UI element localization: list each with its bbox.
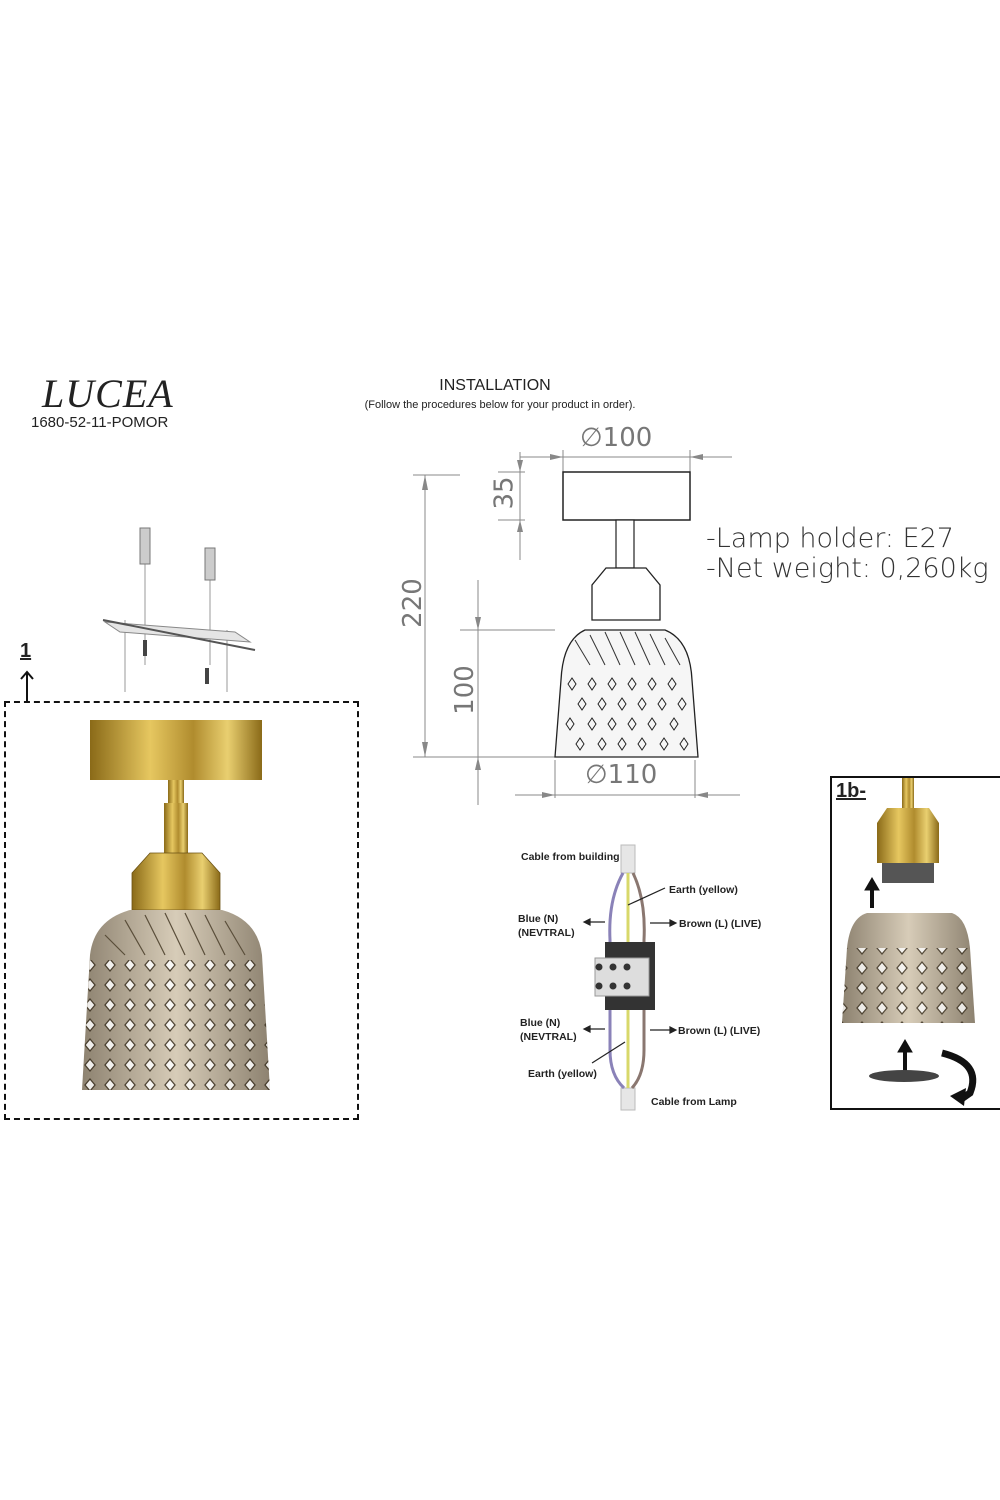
- label-earth-top: Earth (yellow): [669, 884, 738, 896]
- product-code: 1680-52-11-POMOR: [31, 414, 169, 431]
- specifications: -Lamp holder: E27 -Net weight: 0,260kg: [706, 524, 989, 584]
- dimension-drawing: [413, 450, 740, 805]
- brand-name: LUCEA: [42, 371, 174, 416]
- shade-assembly-illustration: [842, 778, 977, 1106]
- mounting-bracket-illustration: [102, 527, 256, 692]
- page-title: INSTALLATION: [439, 377, 551, 394]
- dim-shade-diameter: ∅110: [585, 760, 658, 790]
- label-blue-bottom-1: Blue (N): [520, 1017, 561, 1029]
- spec-net-weight: -Net weight: 0,260kg: [706, 553, 989, 584]
- dim-canopy-height: 35: [489, 476, 520, 510]
- label-brown-bottom: Brown (L) (LIVE): [678, 1025, 761, 1037]
- spec-lamp-holder: -Lamp holder: E27: [706, 523, 954, 554]
- step-1-panel: [4, 701, 359, 1120]
- arrow-up-icon: [20, 670, 34, 702]
- dim-shade-height: 100: [449, 665, 480, 715]
- step-1-label: 1: [20, 640, 32, 662]
- label-blue-bottom-2: (NEVTRAL): [520, 1031, 577, 1043]
- label-brown-top: Brown (L) (LIVE): [679, 918, 762, 930]
- label-blue-top-2: (NEVTRAL): [518, 927, 575, 939]
- lamp-illustration: [82, 720, 270, 1090]
- wiring-diagram: [582, 844, 678, 1111]
- label-earth-bottom: Earth (yellow): [528, 1068, 597, 1080]
- page-subtitle: (Follow the procedures below for your pr…: [364, 399, 636, 411]
- dim-canopy-diameter: ∅100: [580, 423, 653, 453]
- label-cable-from-building: Cable from building: [521, 851, 620, 863]
- step-1b-label: 1b-: [836, 780, 866, 802]
- dim-total-height: 220: [397, 578, 428, 628]
- label-blue-top-1: Blue (N): [518, 913, 559, 925]
- label-cable-from-lamp: Cable from Lamp: [651, 1096, 737, 1108]
